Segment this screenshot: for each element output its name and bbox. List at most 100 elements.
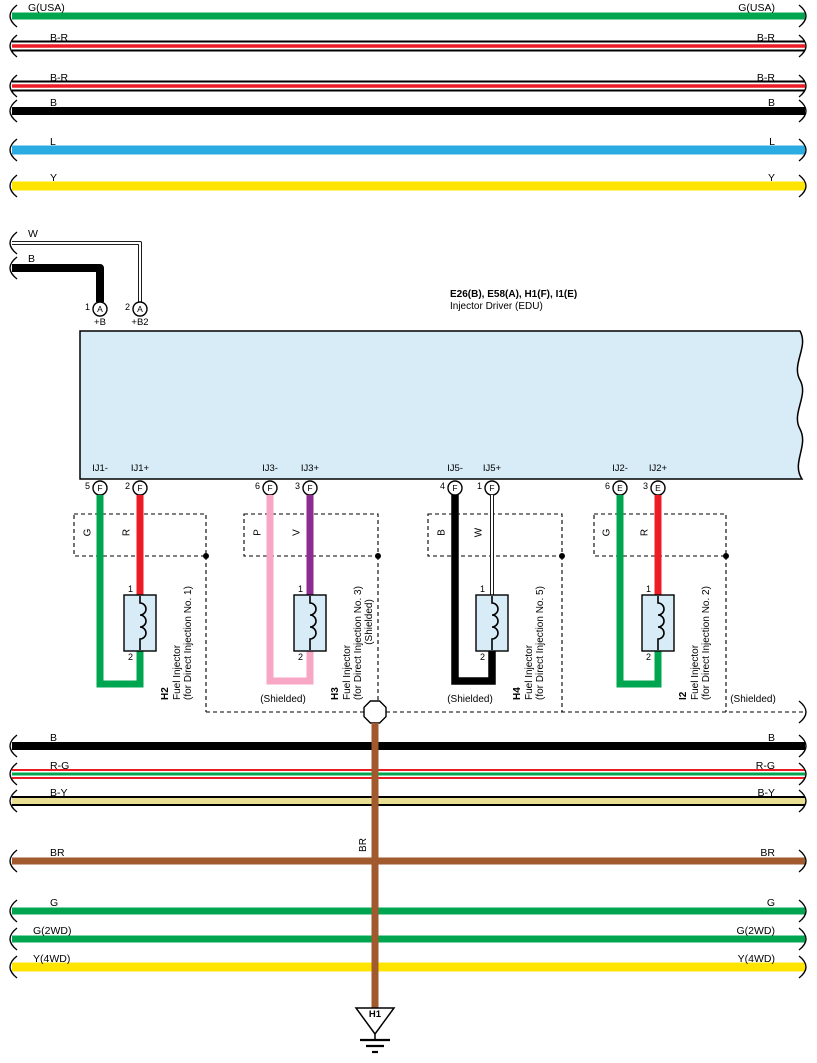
edu-subtitle: Injector Driver (EDU): [450, 301, 543, 312]
edu-title: E26(B), E58(A), H1(F), I1(E): [450, 289, 578, 300]
pin-number-ij1-pos: 2: [124, 481, 130, 491]
feed-label-b: B: [28, 253, 36, 265]
injector-code-i2: I2: [678, 691, 689, 700]
pin-number-ij1-neg: 5: [84, 481, 90, 491]
injector-pin-top-h4: 1: [479, 584, 485, 594]
pin-signal-ij1-pos: IJ1+: [130, 463, 150, 474]
shielded-label-far-right: (Shielded): [730, 694, 776, 705]
pin-connector-ij3-neg: F: [267, 483, 273, 493]
bus-label-r-g-left: R-G: [50, 760, 70, 772]
wire-b-feed: [12, 264, 104, 302]
bus-label-b-bottom-left: B: [50, 732, 58, 744]
injector-pin-bottom-h2: 2: [127, 652, 133, 662]
pin-connector-ij1-neg: F: [97, 483, 103, 493]
pin-number-ij2-pos: 3: [642, 481, 648, 491]
wire-code-ij3-pos: V: [291, 529, 303, 536]
injector-pin-bottom-h3: 2: [297, 652, 303, 662]
bus-label-r-g-right: R-G: [755, 760, 775, 772]
injector-desc-h4: (for Direct Injection No. 5): [535, 586, 546, 700]
wire-code-ij1-neg: G: [82, 528, 94, 537]
pin-circle-plus-b2: [132, 301, 148, 317]
wire-code-ij3-neg: P: [252, 529, 264, 536]
bus-label-g-left: G: [50, 897, 59, 909]
shield-junction-dots: [203, 553, 729, 559]
wire-code-ij2-pos: R: [639, 528, 651, 537]
injector-name-i2: Fuel Injector: [689, 644, 701, 700]
pin-signal-ij1-neg: IJ1-: [92, 463, 108, 474]
bus-label-y-4wd-left: Y(4WD): [33, 953, 71, 965]
top-bus-wires: [12, 12, 805, 191]
pin-number-plus-b: 1: [84, 302, 90, 312]
injector-coil-i2: [657, 596, 665, 650]
edu-top-pin-circles: [92, 301, 148, 317]
pin-connector-ij2-neg: E: [617, 483, 623, 493]
injector-box-i2: [641, 594, 675, 652]
pin-signal-ij5-neg: IJ5-: [447, 463, 463, 474]
shield-splice-octagon: [363, 700, 387, 724]
pin-number-ij5-neg: 4: [439, 481, 445, 491]
injector-pin-bottom-h4: 2: [479, 652, 485, 662]
edu-feed-wires: [12, 241, 142, 302]
pin-number-ij5-pos: 1: [476, 481, 482, 491]
pin-number-ij3-pos: 3: [294, 481, 300, 491]
pin-signal-ij3-neg: IJ3-: [262, 463, 278, 474]
bus-label-y-right: Y: [767, 172, 775, 184]
injector-label-h2: H2 Fuel Injector (for Direct Injection N…: [160, 562, 195, 700]
bus-label-b-y-left: B-Y: [50, 787, 68, 799]
injector-desc-h2: (for Direct Injection No. 1): [183, 586, 194, 700]
injector-wires: [96, 495, 662, 688]
injector-name-h2: Fuel Injector: [171, 644, 183, 700]
wire-break-marks: [9, 4, 807, 979]
wire-code-ij1-pos: R: [121, 528, 133, 537]
wire-code-ij5-neg: B: [436, 529, 448, 536]
injector-desc-i2: (for Direct Injection No. 2): [701, 586, 712, 700]
bus-label-g-2wd-right: G(2WD): [736, 925, 776, 937]
bottom-bus-wires: [12, 742, 805, 972]
bus-label-l-right: L: [769, 136, 775, 148]
pin-connector-ij3-pos: F: [307, 483, 313, 493]
bus-label-b-y-right: B-Y: [757, 787, 775, 799]
edu-bottom-pin-circles: [92, 480, 666, 496]
bus-label-y-left: Y: [50, 172, 58, 184]
injector-pin-top-h2: 1: [127, 584, 133, 594]
wire-ij3-neg-p: [266, 495, 314, 685]
ground-wire-code-br: BR: [358, 838, 369, 852]
injector-coil-h2: [139, 596, 147, 650]
injector-code-h3: H3: [330, 687, 341, 700]
injector-name-h4: Fuel Injector: [523, 644, 535, 700]
feed-label-w: W: [28, 228, 38, 240]
shielded-label-mid-right: (Shielded): [447, 694, 493, 705]
bus-label-br-left: BR: [50, 847, 65, 859]
bus-label-g-2wd-left: G(2WD): [33, 925, 72, 937]
ground-code-h1: H1: [368, 1009, 382, 1020]
bus-label-l-left: L: [50, 136, 56, 148]
bus-label-g-usa-right: G(USA): [738, 2, 775, 14]
wire-ij5-neg-b: [451, 495, 496, 685]
edu-box: [79, 330, 804, 480]
injector-name-h3: Fuel Injector: [341, 644, 353, 700]
injector-coil-h3: [309, 596, 317, 650]
bus-label-b-r2-left: B-R: [50, 72, 69, 84]
bus-label-b-left: B: [50, 97, 58, 109]
shielded-label-mid-left: (Shielded): [260, 694, 306, 705]
pin-number-ij2-neg: 6: [604, 481, 610, 491]
bus-label-b-r1-right: B-R: [756, 32, 775, 44]
pin-connector-ij2-pos: E: [655, 483, 661, 493]
bus-label-b-r2-right: B-R: [756, 72, 775, 84]
pin-connector-plus-b2: A: [137, 304, 143, 314]
wire-ij2-neg-g: [616, 495, 662, 688]
bus-label-br-right: BR: [760, 847, 775, 859]
pin-signal-plus-b: +B: [94, 317, 106, 328]
pin-signal-ij2-pos: IJ2+: [648, 463, 668, 474]
shielded-label-vertical: (Shielded): [364, 599, 375, 645]
shield-box-3: [427, 513, 563, 557]
pin-signal-ij5-pos: IJ5+: [482, 463, 502, 474]
pin-connector-ij1-pos: F: [137, 483, 143, 493]
pin-number-plus-b2: 2: [124, 302, 130, 312]
injector-label-h4: H4 Fuel Injector (for Direct Injection N…: [512, 562, 547, 700]
pin-signal-ij2-neg: IJ2-: [612, 463, 628, 474]
pin-signal-plus-b2: +B2: [131, 317, 149, 328]
bus-label-y-4wd-right: Y(4WD): [737, 953, 775, 965]
